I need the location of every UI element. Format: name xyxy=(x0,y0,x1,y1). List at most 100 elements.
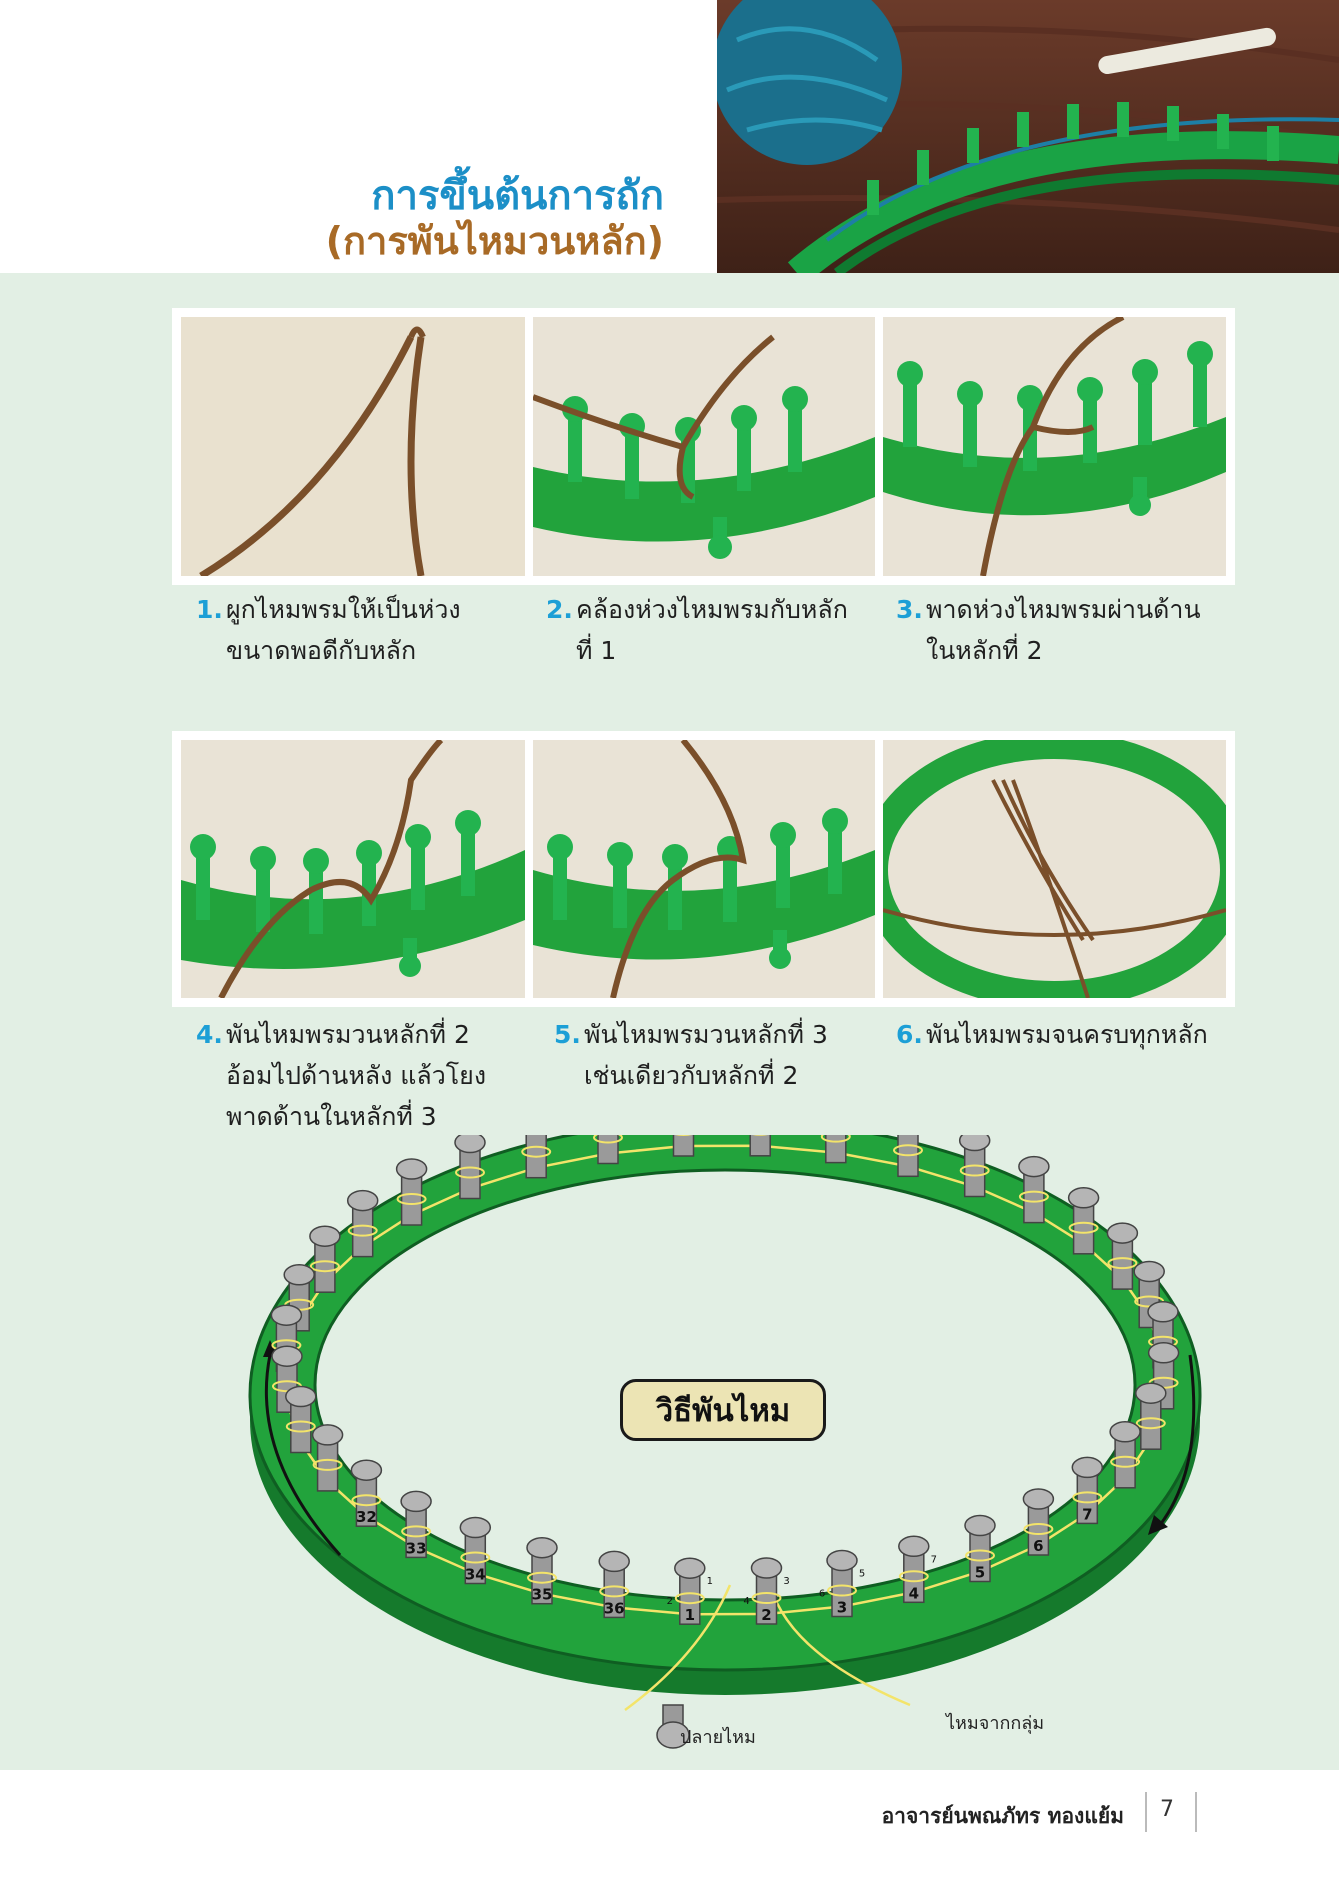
peg-number-label: 4 xyxy=(909,1584,919,1602)
loom-peg-head xyxy=(400,1490,432,1513)
peg-number-label: 1 xyxy=(685,1606,695,1624)
loom-peg xyxy=(597,1106,619,1165)
loom-peg-head xyxy=(350,1459,383,1481)
step-mark-label: 6 xyxy=(819,1589,825,1600)
yarn-loop xyxy=(527,1571,557,1584)
yarn-loop xyxy=(751,1592,782,1604)
step-caption: 5. พันไหมพรมวนหลักที่ 3 เช่นเดียวกับหลัก… xyxy=(554,1014,874,1096)
loom-peg-head xyxy=(346,1189,379,1212)
yarn-loop xyxy=(898,1570,929,1583)
step-text: พันไหมพรมวนหลักที่ 3 เช่นเดียวกับหลักที่… xyxy=(584,1020,828,1090)
step-caption: 4. พันไหมพรมวนหลักที่ 2 อ้อมไปด้านหลัง แ… xyxy=(196,1014,516,1137)
loom-peg-head xyxy=(285,1385,317,1408)
loom-peg-head xyxy=(1147,1342,1180,1364)
step-text: คล้องห่วงไหมพรมกับหลักที่ 1 xyxy=(576,595,848,665)
yarn-loop xyxy=(1110,1455,1141,1468)
step-text: ผูกไหมพรมให้เป็นห่วงขนาดพอดีกับหลัก xyxy=(226,595,461,665)
peg-number-label: 7 xyxy=(1082,1505,1092,1523)
peg-number-label: 35 xyxy=(532,1586,553,1604)
loom-peg-head xyxy=(1022,1488,1055,1510)
step-caption: 3. พาดห่วงไหมพรมผ่านด้านในหลักที่ 2 xyxy=(896,589,1226,671)
loom-peg-head xyxy=(526,1536,558,1559)
peg-number-label: 32 xyxy=(356,1508,377,1526)
footer-divider xyxy=(1195,1792,1197,1832)
yarn-loop xyxy=(1107,1257,1138,1270)
step-text: พันไหมพรมวนหลักที่ 2 อ้อมไปด้านหลัง แล้ว… xyxy=(226,1020,487,1131)
peg-number-label: 3 xyxy=(837,1599,847,1617)
peg-number-label: 2 xyxy=(761,1606,771,1624)
anchor-peg-head xyxy=(656,1721,690,1749)
yarn-loop xyxy=(599,1585,630,1598)
loom-peg-head xyxy=(271,1345,303,1367)
loom-peg-head xyxy=(283,1264,315,1286)
arrow-head-icon xyxy=(1148,1515,1168,1535)
step-number: 5. xyxy=(554,1020,581,1049)
step1-photo xyxy=(181,317,525,576)
step-mark-label: 4 xyxy=(743,1596,749,1607)
yarn-end xyxy=(624,1584,732,1712)
yarn-loop xyxy=(1018,1190,1049,1203)
direction-arrow-right xyxy=(1158,1354,1196,1526)
loom-peg-head xyxy=(598,1550,630,1573)
loom-peg-head xyxy=(454,1131,486,1154)
yarn-loop xyxy=(965,1549,995,1562)
yarn-loop xyxy=(351,1494,382,1507)
step-text: พันไหมพรมจนครบทุกหลัก xyxy=(926,1020,1208,1049)
diagram-title: วิธีพันไหม xyxy=(620,1379,826,1441)
peg-number-label: 6 xyxy=(1033,1537,1043,1555)
yarn-loop xyxy=(347,1224,378,1237)
page-title: การขึ้นต้นการถัก xyxy=(371,173,664,219)
loom-peg xyxy=(825,1105,847,1164)
loom-peg-head xyxy=(964,1514,996,1537)
yarn-loop xyxy=(1072,1491,1103,1504)
hero-photo xyxy=(712,0,1339,284)
loom-peg-head xyxy=(1133,1260,1165,1283)
yarn-loop xyxy=(1135,1417,1166,1430)
step-number: 3. xyxy=(896,595,923,624)
loom-peg-head xyxy=(270,1304,303,1326)
loom-peg-head xyxy=(1106,1222,1139,1244)
step-caption: 6. พันไหมพรมจนครบทุกหลัก xyxy=(896,1014,1226,1055)
loom-peg xyxy=(672,1099,695,1157)
loom-peg-head xyxy=(311,1424,344,1446)
yarn-loop xyxy=(959,1164,990,1177)
step-mark-label: 7 xyxy=(931,1554,937,1565)
step-caption: 1. ผูกไหมพรมให้เป็นห่วงขนาดพอดีกับหลัก xyxy=(196,589,476,671)
step-number: 2. xyxy=(546,595,573,624)
yarn-loop xyxy=(1068,1221,1099,1234)
step3-photo xyxy=(883,317,1226,576)
yarn-loop xyxy=(309,1260,340,1273)
page-subtitle: (การพันไหมวนหลัก) xyxy=(325,219,664,263)
step-text: พาดห่วงไหมพรมผ่านด้านในหลักที่ 2 xyxy=(926,595,1201,665)
step-mark-label: 2 xyxy=(667,1596,673,1607)
loom-peg-head xyxy=(898,1535,930,1558)
yarn-loop xyxy=(455,1166,485,1179)
step-mark-label: 5 xyxy=(859,1569,865,1580)
step2-photo xyxy=(533,317,875,576)
peg-number-label: 36 xyxy=(604,1599,625,1617)
step-number: 6. xyxy=(896,1020,923,1049)
loom-peg-head xyxy=(826,1549,858,1572)
footer-area xyxy=(0,1770,1339,1890)
footer-divider xyxy=(1145,1792,1147,1832)
step-mark-label: 3 xyxy=(783,1576,789,1587)
yarn-loop xyxy=(401,1525,432,1538)
yarn-loop xyxy=(827,1584,857,1597)
loom-peg-head xyxy=(1067,1187,1100,1209)
loom-peg-head xyxy=(958,1129,991,1152)
loom-peg-head xyxy=(1018,1155,1050,1178)
peg-number-label: 5 xyxy=(975,1564,985,1582)
yarn-loop xyxy=(521,1145,552,1158)
yarn-loop xyxy=(396,1193,427,1205)
loom-peg-head xyxy=(750,1557,783,1579)
loom-peg-head xyxy=(459,1516,492,1539)
author-name: อาจารย์นพณภัทร ทองแย้ม xyxy=(881,1804,1124,1828)
peg-number-label: 34 xyxy=(465,1566,486,1584)
loom-peg-head xyxy=(674,1557,706,1579)
step4-photo xyxy=(181,740,525,998)
yarn-loop xyxy=(674,1592,705,1605)
yarn-end-label: ปลายไหม xyxy=(680,1727,756,1748)
step-caption: 2. คล้องห่วงไหมพรมกับหลักที่ 1 xyxy=(546,589,856,671)
yarn-loop xyxy=(312,1458,343,1471)
